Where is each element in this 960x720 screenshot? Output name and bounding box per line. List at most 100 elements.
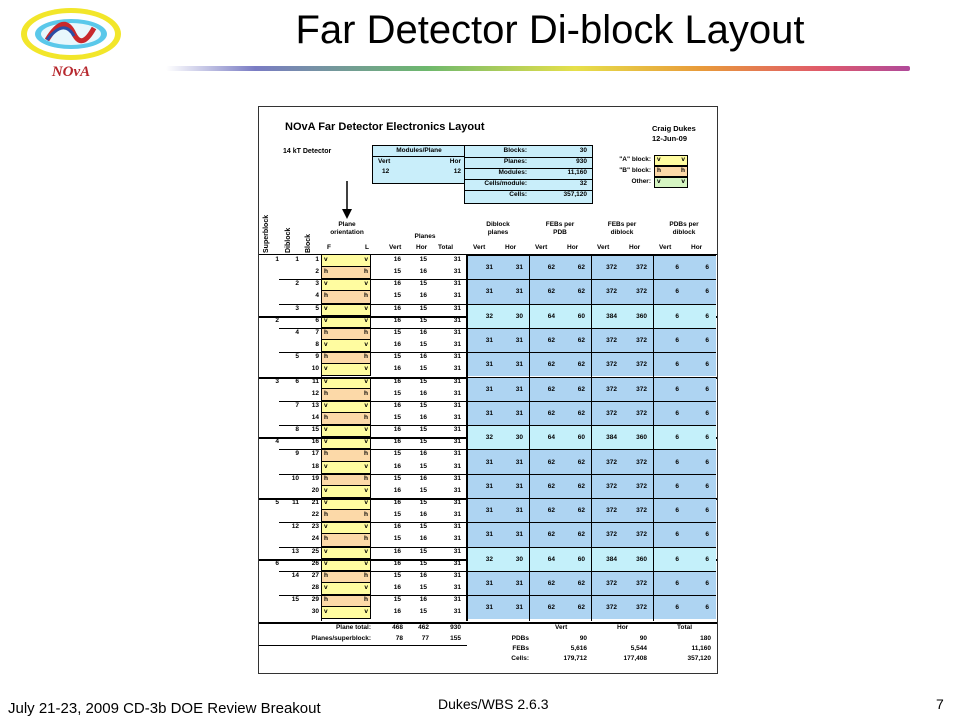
planes-hor: 16: [419, 413, 427, 421]
diblock-fpv: 62: [547, 361, 555, 369]
planes-hor: 16: [419, 292, 427, 300]
planes-vert: 16: [393, 304, 401, 312]
diblock-ph: 31: [515, 385, 523, 393]
f-header: F: [327, 244, 331, 251]
orientation-l: v: [364, 341, 368, 349]
diblock-fph: 62: [577, 409, 585, 417]
planes-total: 31: [453, 523, 461, 531]
diblock-ph: 31: [515, 507, 523, 515]
planes-total: 31: [453, 596, 461, 604]
orientation-l: v: [364, 426, 368, 434]
orientation-l: h: [364, 535, 368, 543]
summary-label: Planes:: [503, 158, 527, 165]
orientation-f: v: [324, 256, 328, 263]
block-number: 30: [311, 608, 319, 616]
diblock-row: [468, 376, 716, 401]
orientation-f: v: [324, 523, 328, 531]
diblock-fdh: 372: [636, 531, 647, 539]
block-number: 23: [311, 523, 319, 531]
orientation-f: v: [324, 401, 328, 409]
planes-vert: 15: [393, 328, 401, 336]
block-number: 5: [315, 304, 319, 312]
orientation-f: v: [324, 559, 328, 567]
diblock-ph: 31: [515, 337, 523, 345]
diblock-divider: [279, 522, 467, 524]
block-number: 8: [315, 341, 319, 349]
orientation-l: v: [364, 256, 368, 263]
legend-l: v: [681, 156, 685, 163]
logo-text: NOvA: [51, 64, 90, 80]
orientation-l: v: [364, 438, 368, 446]
orientation-f: h: [324, 389, 328, 397]
sub-hor-header: Hor: [629, 244, 641, 251]
column-divider: [591, 254, 592, 621]
orientation-l: h: [364, 328, 368, 336]
planes-hor: 15: [419, 280, 427, 288]
sub-hor-header: Hor: [691, 244, 703, 251]
diblock-fdv: 372: [606, 288, 617, 296]
diblock-ph: 31: [515, 531, 523, 539]
orientation-f: h: [324, 474, 328, 482]
diblock-ph: 31: [515, 361, 523, 369]
sheet-date: 12-Jun-09: [652, 134, 688, 143]
diblock-divider: [279, 570, 467, 572]
diblock-row: [468, 303, 716, 328]
block-number: 17: [311, 450, 319, 458]
block-number: 26: [311, 559, 319, 567]
planes-hor: 16: [419, 474, 427, 482]
planes-hor: 15: [419, 559, 427, 567]
column-divider: [529, 254, 530, 621]
planes-vert: 16: [393, 547, 401, 555]
orientation-l: h: [364, 450, 368, 458]
orientation-l: v: [364, 499, 368, 506]
diblock-fph: 62: [577, 604, 585, 612]
diblock-ph: 31: [515, 288, 523, 296]
totals-row-value: 357,120: [687, 654, 712, 662]
totals-row-value: 180: [700, 634, 711, 642]
diblock-pdv: 6: [675, 385, 679, 393]
diblock-row: [468, 352, 716, 377]
totals-total-header: Total: [677, 623, 693, 631]
block-number: 9: [315, 353, 319, 361]
block-number: 24: [311, 535, 319, 543]
orientation-f: h: [324, 511, 328, 519]
diblock-fdv: 384: [606, 434, 617, 442]
diblock-row: [468, 279, 716, 304]
planes-vert: 16: [393, 486, 401, 494]
planes-total: 31: [453, 499, 461, 506]
totals-row-label: FEBs: [512, 644, 529, 652]
diblock-fdh: 360: [636, 434, 647, 442]
diblock-ph: 31: [515, 409, 523, 417]
diblock-fdv: 372: [606, 482, 617, 490]
planes-vert: 15: [393, 596, 401, 604]
diblock-fdv: 372: [606, 580, 617, 588]
orientation-f: v: [324, 486, 328, 494]
diblock-pv: 31: [485, 385, 493, 393]
diblock-row: [468, 425, 716, 450]
diblock-ph: 30: [515, 434, 523, 442]
planes-total: 31: [453, 559, 461, 567]
sheet-title: NOvA Far Detector Electronics Layout: [285, 121, 485, 133]
orientation-f: h: [324, 413, 328, 421]
diblock-pdh: 6: [705, 555, 709, 563]
orientation-l: h: [364, 389, 368, 397]
totals-row-label: Cells:: [511, 654, 529, 662]
sub-vert-header: Vert: [597, 244, 610, 251]
orientation-l: v: [364, 608, 368, 616]
diblock-number: 8: [295, 426, 299, 434]
diblock-row: [468, 255, 716, 280]
orientation-f: v: [324, 547, 328, 555]
diblock-pv: 31: [485, 507, 493, 515]
diblock-fpv: 62: [547, 264, 555, 272]
orientation-l: v: [364, 547, 368, 555]
table-split-border: [466, 254, 468, 621]
summary-value: 930: [576, 158, 587, 165]
diblock-divider: [279, 449, 467, 451]
